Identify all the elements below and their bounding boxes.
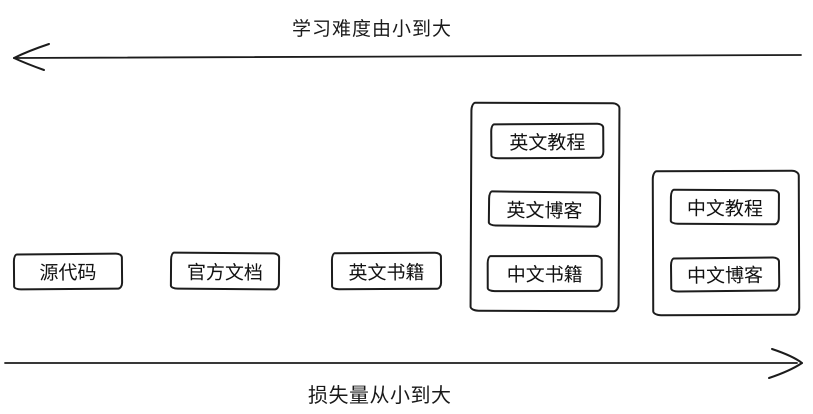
box-source-code: 源代码 xyxy=(12,252,124,291)
left-arrowhead-icon xyxy=(13,57,45,71)
right-arrowhead-icon xyxy=(771,348,803,364)
left-arrow xyxy=(13,43,802,71)
box-english-blogs: 英文博客 xyxy=(487,190,602,228)
group-chinese-resources: 中文教程 中文博客 xyxy=(651,169,801,317)
box-chinese-tutorials: 中文教程 xyxy=(669,188,780,226)
loss-amount-axis-label: 损失量从小到大 xyxy=(308,385,452,407)
box-source-code-label: 源代码 xyxy=(39,262,97,285)
box-english-books: 英文书籍 xyxy=(330,251,443,291)
box-chinese-books-label: 中文书籍 xyxy=(506,264,583,287)
box-english-books-label: 英文书籍 xyxy=(348,262,425,284)
left-arrow-shaft xyxy=(13,54,802,59)
box-chinese-blogs: 中文博客 xyxy=(669,256,781,293)
right-arrow xyxy=(4,348,803,379)
group-tutorials-blogs-books: 英文教程 英文博客 中文书籍 xyxy=(469,101,621,313)
box-chinese-tutorials-label: 中文教程 xyxy=(686,198,763,220)
box-english-tutorials-label: 英文教程 xyxy=(509,132,586,154)
right-arrowhead-icon xyxy=(768,362,803,379)
box-chinese-blogs-label: 中文博客 xyxy=(687,265,764,288)
learning-difficulty-axis-label: 学习难度由小到大 xyxy=(292,19,453,40)
left-arrowhead-icon xyxy=(13,43,50,59)
box-english-blogs-label: 英文博客 xyxy=(506,200,583,222)
box-english-tutorials: 英文教程 xyxy=(490,122,605,160)
box-chinese-books: 中文书籍 xyxy=(486,254,603,293)
box-official-docs: 官方文档 xyxy=(169,251,281,291)
box-official-docs-label: 官方文档 xyxy=(186,262,264,284)
